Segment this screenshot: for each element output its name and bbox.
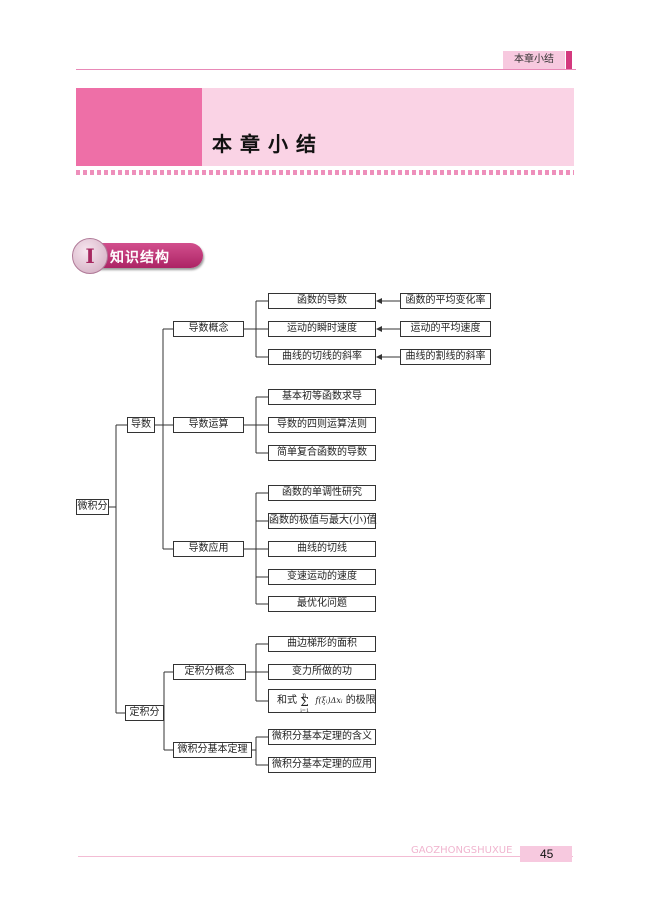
header-rule (76, 69, 576, 70)
node-riemann-sum-limit: 和式 n Σ i=1 f(ξᵢ)Δxᵢ 的极限 (268, 689, 376, 714)
node-root: 微积分 (76, 499, 109, 515)
sigma-upper: n (302, 692, 307, 699)
node-curved-trapezoid-area: 曲边梯形的面积 (268, 636, 376, 652)
banner-dotted-rule (76, 170, 574, 175)
section-title: 知识结构 (110, 250, 170, 266)
riemann-prefix: 和式 (277, 695, 297, 706)
node-optimization: 最优化问题 (268, 596, 376, 612)
node-derivative-concept: 导数概念 (173, 321, 244, 337)
page-number: 45 (540, 847, 554, 861)
section-numeral: I (72, 238, 108, 274)
node-fundamental-theorem: 微积分基本定理 (173, 742, 252, 758)
riemann-formula: f(ξᵢ)Δxᵢ (315, 696, 343, 705)
node-extrema: 函数的极值与最大(小)值 (268, 513, 377, 529)
chapter-tab-marker (566, 51, 572, 69)
page-number-box (520, 846, 572, 862)
sigma-symbol: n Σ i=1 (300, 690, 312, 714)
node-variable-force-work: 变力所做的功 (268, 664, 376, 680)
node-derivative-application: 导数应用 (173, 541, 244, 557)
node-integral-concept: 定积分概念 (173, 664, 246, 680)
sigma-glyph: Σ (300, 695, 309, 709)
node-integral: 定积分 (125, 705, 164, 721)
chapter-tab: 本章小结 (503, 51, 565, 69)
node-derivative-operation: 导数运算 (173, 417, 244, 433)
footer-series-text: GAOZHONGSHUXUE (411, 845, 513, 856)
node-variable-velocity: 变速运动的速度 (268, 569, 376, 585)
node-instantaneous-velocity: 运动的瞬时速度 (268, 321, 376, 337)
node-derivative: 导数 (127, 417, 155, 433)
node-average-rate: 函数的平均变化率 (400, 293, 491, 309)
node-tangent-slope: 曲线的切线的斜率 (268, 349, 376, 365)
sigma-lower: i=1 (300, 708, 310, 714)
footer-rule (78, 856, 573, 857)
node-basic-derivatives: 基本初等函数求导 (268, 389, 376, 405)
node-theorem-application: 微积分基本定理的应用 (268, 757, 376, 773)
node-secant-slope: 曲线的割线的斜率 (400, 349, 491, 365)
node-composite-derivative: 简单复合函数的导数 (268, 445, 376, 461)
node-monotonicity: 函数的单调性研究 (268, 485, 376, 501)
chapter-banner-accent (76, 88, 202, 166)
node-average-velocity: 运动的平均速度 (400, 321, 491, 337)
node-arithmetic-rules: 导数的四则运算法则 (268, 417, 376, 433)
riemann-suffix: 的极限 (345, 695, 376, 706)
node-theorem-meaning: 微积分基本定理的含义 (268, 729, 376, 745)
node-function-derivative: 函数的导数 (268, 293, 376, 309)
chapter-title: 本章小结 (212, 132, 324, 156)
node-curve-tangent: 曲线的切线 (268, 541, 376, 557)
